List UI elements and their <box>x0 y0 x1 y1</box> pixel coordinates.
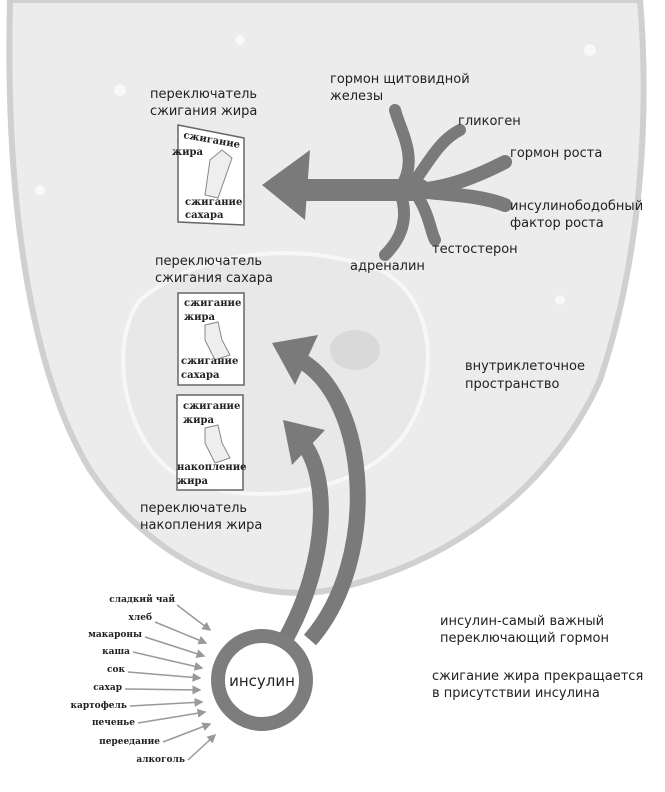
food-item: переедание <box>99 737 160 747</box>
food-item: сахар <box>93 683 122 693</box>
fat-burning-note: сжигание жира прекращается <box>432 669 643 684</box>
switch-bottom-label: накопление <box>177 462 247 473</box>
hormone-arrow <box>289 104 512 261</box>
intracellular-label: пространство <box>465 377 560 392</box>
food-item: каша <box>102 647 130 657</box>
hormone-arrowhead <box>262 150 310 220</box>
insulin-ring <box>211 629 313 731</box>
fat-storage-switch: сжигание жира накопление жира переключат… <box>140 394 262 533</box>
switch-top-label: сжигание <box>183 401 240 412</box>
food-item: алкоголь <box>136 755 185 765</box>
switch-top-label: жира <box>172 147 204 158</box>
switch-title: переключатель <box>155 254 262 269</box>
food-item: сок <box>107 665 125 675</box>
hormone-label: гормон роста <box>510 146 602 161</box>
fat-burning-note: в присутствии инсулина <box>432 686 600 701</box>
switch-plate <box>176 394 244 491</box>
switch-title: сжигания сахара <box>155 271 273 286</box>
food-item: сладкий чай <box>109 594 175 605</box>
switch-bottom-label: сахара <box>185 210 224 221</box>
switch-toggle-icon <box>204 149 233 199</box>
switch-bottom-label: сжигание <box>181 356 238 367</box>
insulin-arrow-upper <box>295 353 366 646</box>
insulin-label: инсулин <box>229 672 295 690</box>
hormone-label: гормон щитовидной <box>330 72 470 87</box>
switch-title: переключатель <box>140 501 247 516</box>
fat-burning-switch: переключатель сжигания жира сжигание жир… <box>150 87 257 226</box>
switch-bottom-label: сахара <box>181 370 220 381</box>
switch-title: сжигания жира <box>150 104 257 119</box>
hormone-label: тестостерон <box>432 242 518 257</box>
food-item: хлеб <box>129 612 152 623</box>
food-item: макароны <box>88 630 142 640</box>
switch-top-label: сжигание <box>184 298 241 309</box>
insulin-note: инсулин-самый важный <box>440 614 604 629</box>
switch-top-label: жира <box>183 415 215 426</box>
food-item: печенье <box>92 718 135 728</box>
switch-toggle-icon <box>204 424 231 464</box>
switch-toggle-icon <box>204 321 231 361</box>
hormone-label: инсулинободобный <box>510 199 643 214</box>
switch-title: переключатель <box>150 87 257 102</box>
hormone-label: фактор роста <box>510 216 604 231</box>
nucleus-outline <box>121 251 430 496</box>
insulin-arrow-upper-head <box>272 335 318 385</box>
insulin-note: переключающий гормон <box>440 631 609 646</box>
sugar-burning-switch: переключатель сжигания сахара сжигание ж… <box>155 254 273 386</box>
insulin-arrow-lower <box>278 434 329 644</box>
insulin-arrow-lower-head <box>283 420 325 465</box>
food-list: сладкий чай хлеб макароны каша сок сахар… <box>70 594 185 765</box>
switch-bottom-label: жира <box>177 476 209 487</box>
nucleolus <box>330 330 380 370</box>
intracellular-label: внутриклеточное <box>465 359 585 374</box>
hormone-label: гликоген <box>458 114 521 129</box>
hormone-labels: гормон щитовидной железы гликоген гормон… <box>330 72 643 274</box>
food-item: картофель <box>70 701 127 711</box>
switch-bottom-label: сжигание <box>185 197 242 208</box>
hormone-label: адреналин <box>350 259 425 274</box>
hormone-label: железы <box>330 89 383 104</box>
switch-title: накопления жира <box>140 518 262 533</box>
switch-top-label: жира <box>184 312 216 323</box>
food-arrows <box>124 604 217 761</box>
